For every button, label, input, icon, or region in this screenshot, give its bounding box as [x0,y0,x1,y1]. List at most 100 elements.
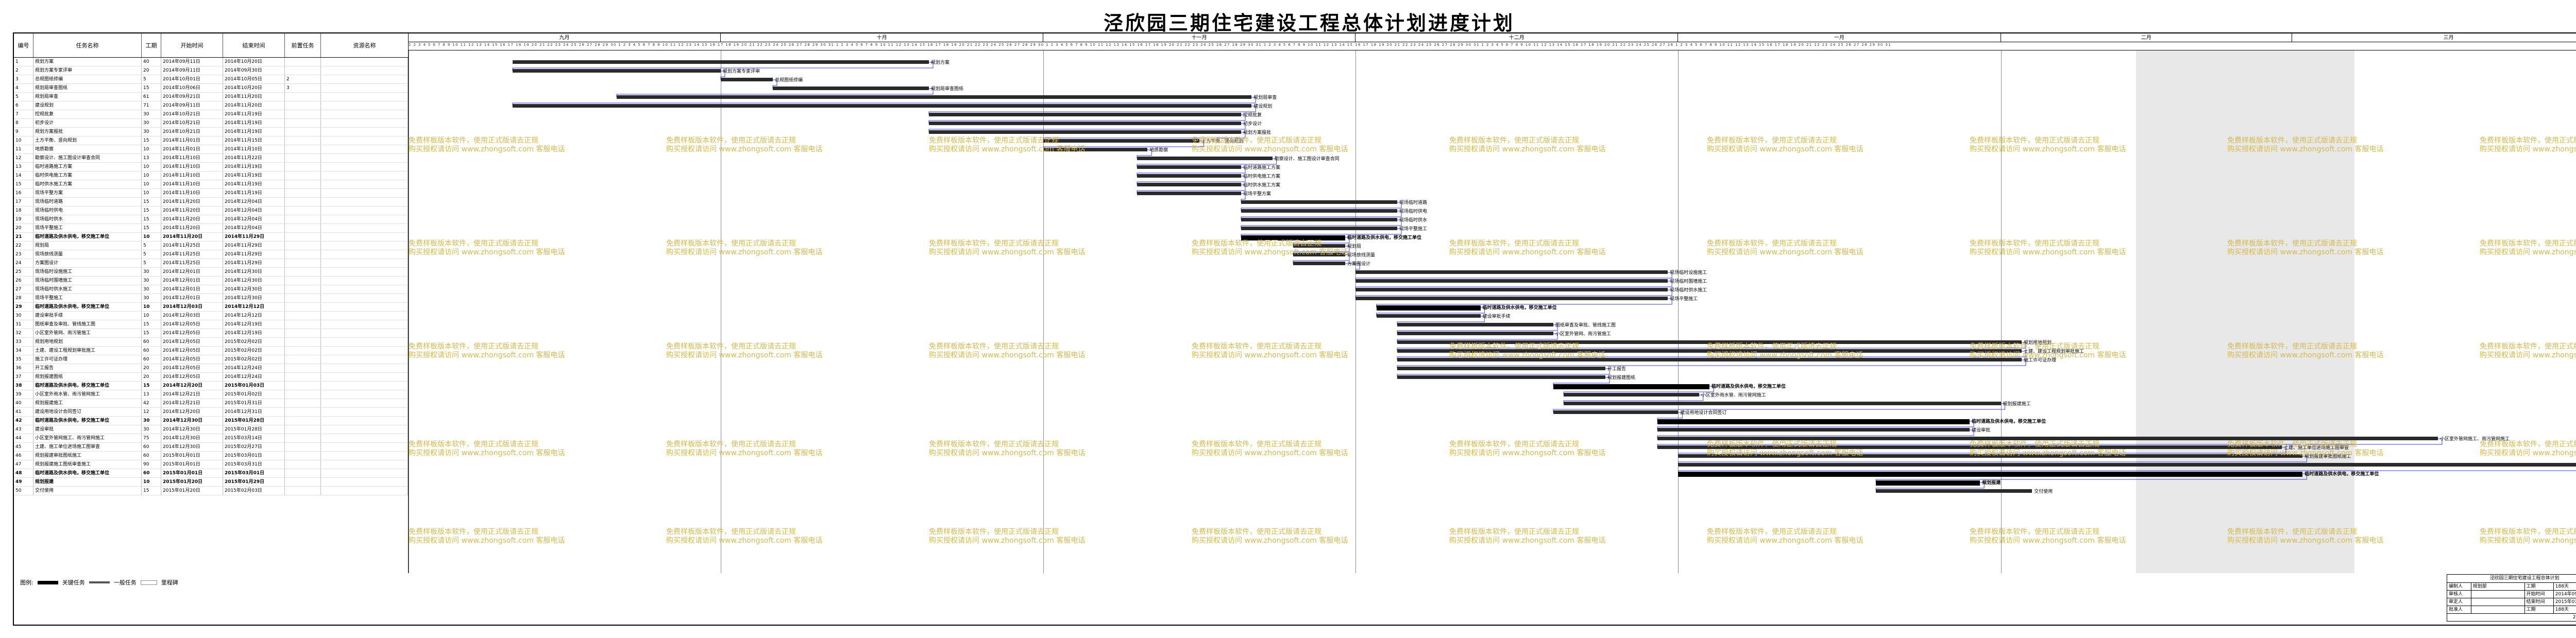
cell-id: 9 [14,128,33,136]
cell-res [321,215,408,223]
month-header: 十月 [721,33,1044,42]
cell-finish: 2014年10月05日 [223,75,285,83]
watermark-line: 购买授权请访问 www.zhongsoft.com 客服电话 [1449,351,1606,359]
cell-pred [285,408,321,416]
cell-dur: 60 [142,355,161,364]
task-bar-label: 规划方案 [931,60,950,65]
task-bar [1293,253,1345,256]
task-bar-label: 勘察设计、施工图设计审查合同 [1274,157,1340,162]
cell-start: 2014年12月30日 [161,425,223,434]
cell-finish: 2014年12月24日 [223,373,285,381]
cell-name: 现场临时供电 [33,206,142,215]
cell-start: 2014年12月05日 [161,338,223,346]
cell-dur: 61 [142,93,161,101]
cell-pred [285,417,321,425]
cell-finish: 2015年01月29日 [223,478,285,486]
task-bar [1137,165,1241,169]
cell-id: 40 [14,399,33,407]
watermark: 免费样板版本软件，使用正式版请去正规购买授权请访问 www.zhongsoft.… [929,342,1085,360]
cell-pred [285,399,321,407]
cell-id: 29 [14,303,33,311]
cell-id: 42 [14,417,33,425]
watermark: 免费样板版本软件，使用正式版请去正规购买授权请访问 www.zhongsoft.… [1449,440,1605,458]
cell-start: 2015年01月01日 [161,460,223,469]
cell-start: 2015年01月20日 [161,478,223,486]
cell-id: 18 [14,206,33,215]
watermark-line: 购买授权请访问 www.zhongsoft.com 客服电话 [1192,537,1348,545]
task-bar [1564,393,1699,396]
task-bar-label: 规划报建 [1982,480,2001,486]
cell-res [321,242,408,250]
task-bar-label: 临时道路及供水供电，移交施工单位 [2304,472,2379,477]
month-gridline [1355,50,1357,573]
cell-dur: 30 [142,110,161,118]
cell-id: 5 [14,93,33,101]
cell-res [321,425,408,434]
cell-id: 19 [14,215,33,223]
watermark: 免费样板版本软件，使用正式版请去正规购买授权请访问 www.zhongsoft.… [666,342,822,360]
cell-finish: 2014年11月19日 [223,163,285,171]
watermark-line: 购买授权请访问 www.zhongsoft.com 客服电话 [409,248,565,256]
cell-id: 26 [14,277,33,285]
cell-start: 2014年12月21日 [161,399,223,407]
cell-name: 建设审批手续 [33,312,142,320]
cell-pred [285,224,321,232]
watermark: 免费样板版本软件，使用正式版请去正规购买授权请访问 www.zhongsoft.… [1449,239,1605,257]
watermark-line: 购买授权请访问 www.zhongsoft.com 客服电话 [929,449,1086,457]
cell-res [321,119,408,127]
task-bar [1678,454,2303,458]
cell-dur: 10 [142,171,161,180]
task-bar-label: 建设用地设计合同签订 [1680,410,1727,416]
cell-pred [285,119,321,127]
cell-id: 3 [14,75,33,83]
cell-id: 8 [14,119,33,127]
legend-summary: 里程碑 [161,579,178,586]
cell-start: 2014年11月10日 [161,154,223,162]
watermark: 免费样板版本软件，使用正式版请去正规购买授权请访问 www.zhongsoft.… [1707,528,1863,545]
cell-name: 临时道路及供水供电，移交施工单位 [33,469,142,477]
task-bar-label: 地质勘察 [1149,148,1168,153]
task-bar [1397,375,1605,379]
cell-res [321,399,408,407]
cell-start: 2014年12月05日 [161,364,223,372]
cell-id: 22 [14,242,33,250]
info-cell: 编制人 [2447,583,2471,590]
cell-finish: 2015年02月02日 [223,355,285,364]
legend-critical-bar [37,580,58,584]
watermark-line: 免费样板版本软件，使用正式版请去正规 [1449,136,1579,145]
watermark: 免费样板版本软件，使用正式版请去正规购买授权请访问 www.zhongsoft.… [1449,528,1605,545]
info-title: 泾欣园三期住宅建设工程总体计划 [2447,575,2576,583]
info-cell [2471,598,2525,606]
cell-name: 交付使用 [33,487,142,495]
cell-pred [285,382,321,390]
cell-finish: 2015年01月28日 [223,425,285,434]
cell-id: 44 [14,434,33,442]
watermark-line: 购买授权请访问 www.zhongsoft.com 客服电话 [2227,351,2384,359]
cell-name: 规划方案 [33,58,142,66]
task-bar [1657,437,2438,440]
watermark: 免费样板版本软件，使用正式版请去正规购买授权请访问 www.zhongsoft.… [2227,136,2383,154]
cell-start: 2014年12月03日 [161,303,223,311]
watermark: 免费样板版本软件，使用正式版请去正规购买授权请访问 www.zhongsoft.… [1970,342,2126,360]
watermark: 免费样板版本软件，使用正式版请去正规购买授权请访问 www.zhongsoft.… [1707,136,1863,154]
watermark-line: 购买授权请访问 www.zhongsoft.com 客服电话 [1707,449,1863,457]
month-header: 十一月 [1043,33,1356,42]
cell-name: 规划方案报批 [33,128,142,136]
cell-start: 2014年11月25日 [161,250,223,258]
cell-res [321,136,408,145]
info-cell [2471,591,2525,598]
cell-start: 2014年12月05日 [161,329,223,337]
watermark: 免费样板版本软件，使用正式版请去正规购买授权请访问 www.zhongsoft.… [1970,528,2126,545]
watermark: 免费样板版本软件，使用正式版请去正规购买授权请访问 www.zhongsoft.… [2227,440,2383,458]
watermark-line: 购买授权请访问 www.zhongsoft.com 客服电话 [1970,351,2126,359]
cell-id: 50 [14,487,33,495]
dependency-links [512,62,2576,491]
cell-start: 2014年12月30日 [161,417,223,425]
